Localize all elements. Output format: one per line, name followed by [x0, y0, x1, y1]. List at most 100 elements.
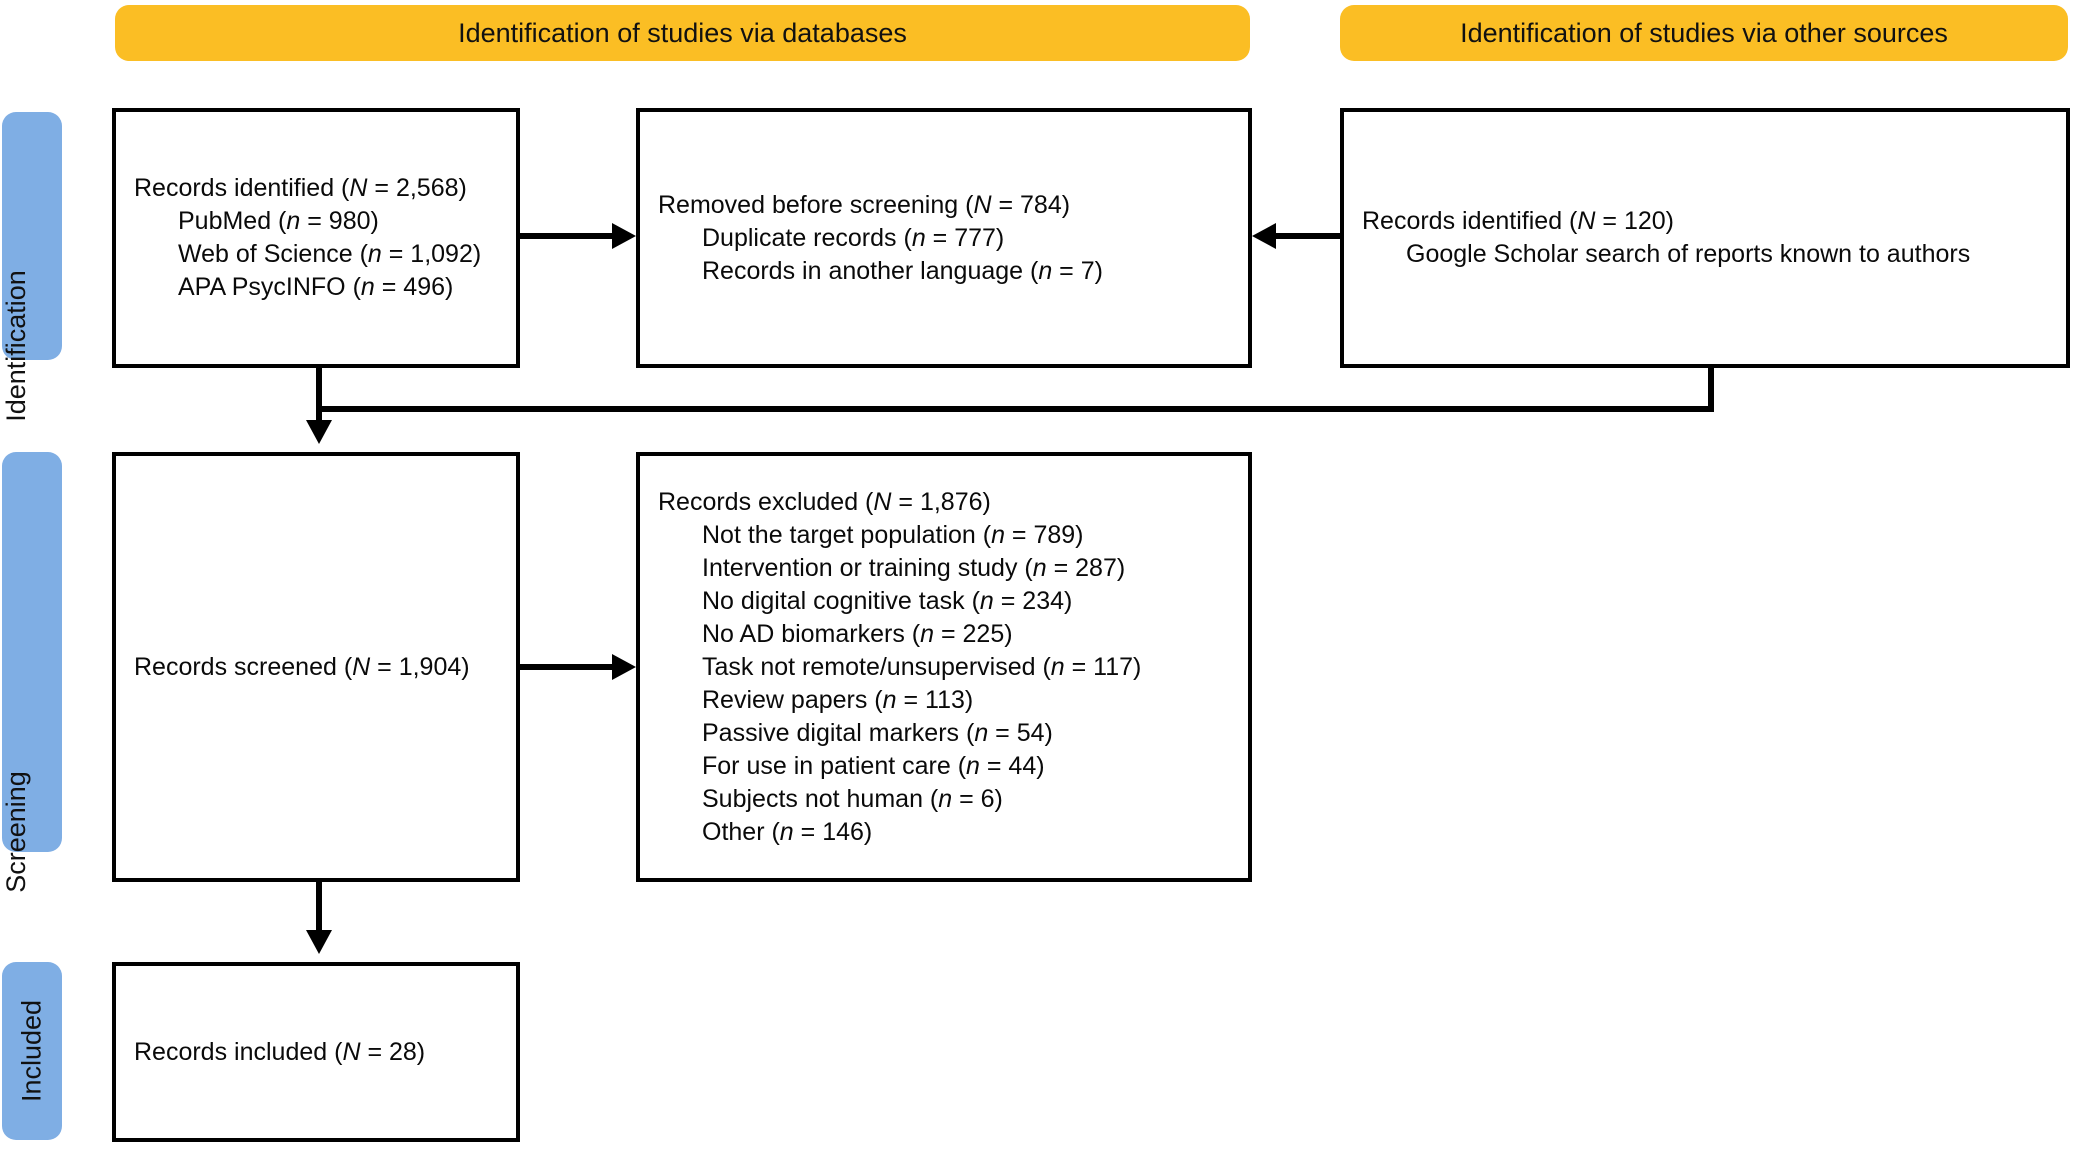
title-after: = 28) — [360, 1037, 426, 1066]
connector-other-sources-down — [1708, 368, 1714, 412]
item-after: = 777) — [925, 223, 1005, 252]
item-before: No AD biomarkers ( — [702, 619, 921, 648]
arrowhead-screened-to-included — [306, 930, 332, 954]
title-symbol: N — [349, 174, 368, 202]
item-before: Not the target population ( — [702, 520, 992, 549]
connector-identified-to-screened — [316, 368, 322, 434]
stage-label-identification: Identification — [1, 112, 62, 422]
item-symbol: n — [979, 586, 994, 615]
item-after: = 117) — [1064, 652, 1142, 681]
item-after: = 146) — [793, 817, 873, 846]
item-after: = 496) — [374, 273, 454, 301]
item-before: Task not remote/unsupervised ( — [702, 652, 1051, 681]
item-symbol: n — [286, 207, 301, 235]
item-before: Records in another language ( — [702, 256, 1039, 285]
connector-screened-to-excluded — [520, 664, 620, 670]
box-records-excluded: Records excluded (N = 1,876) Not the tar… — [636, 452, 1252, 882]
item-before: Subjects not human ( — [702, 784, 939, 813]
title-after: = 2,568) — [367, 174, 467, 202]
box-title: Records screened (N = 1,904) — [134, 651, 498, 684]
box-title: Records identified (N = 2,568) — [134, 172, 498, 205]
box-item: Passive digital markers (n = 54) — [658, 717, 1230, 750]
stage-label-identification-text: Identification — [1, 270, 31, 422]
item-after: = 980) — [300, 207, 379, 235]
item-after: = 789) — [1004, 520, 1084, 549]
title-symbol: N — [1577, 207, 1596, 235]
box-title: Records identified (N = 120) — [1362, 205, 2048, 238]
item-symbol: n — [1038, 256, 1053, 285]
box-item: Review papers (n = 113) — [658, 684, 1230, 717]
box-item: Subjects not human (n = 6) — [658, 783, 1230, 816]
item-after: = 113) — [896, 685, 974, 714]
item-before: Intervention or training study ( — [702, 553, 1033, 582]
arrowhead-identified-to-removed — [612, 223, 636, 249]
item-symbol: n — [938, 784, 953, 813]
stage-label-screening-text: Screening — [1, 771, 31, 893]
box-records-identified-other-sources: Records identified (N = 120) Google Scho… — [1340, 108, 2070, 368]
item-after: = 7) — [1052, 256, 1103, 285]
box-item: Records in another language (n = 7) — [658, 255, 1230, 288]
item-before: PubMed ( — [178, 207, 287, 235]
box-item: No digital cognitive task (n = 234) — [658, 585, 1230, 618]
phase-header-other-sources: Identification of studies via other sour… — [1340, 5, 2068, 61]
connector-other-sources-bus — [316, 406, 1714, 412]
box-title: Records included (N = 28) — [134, 1036, 498, 1069]
box-item: APA PsycINFO (n = 496) — [134, 271, 498, 304]
connector-other-sources-to-removed — [1268, 233, 1342, 239]
item-symbol: n — [991, 520, 1005, 549]
item-before: For use in patient care ( — [702, 751, 967, 780]
box-item: Web of Science (n = 1,092) — [134, 238, 498, 271]
phase-header-databases-label: Identification of studies via databases — [458, 17, 907, 48]
item-before: APA PsycINFO ( — [178, 273, 361, 301]
stage-label-included: Included — [2, 962, 62, 1140]
item-after: = 54) — [988, 718, 1053, 747]
item-symbol: n — [882, 685, 897, 714]
title-before: Removed before screening ( — [658, 190, 974, 219]
arrowhead-screened-to-excluded — [612, 654, 636, 680]
item-before: Google Scholar search of reports known t… — [1406, 240, 1971, 268]
stage-label-included-text: Included — [16, 999, 47, 1103]
item-symbol: n — [974, 718, 989, 747]
item-symbol: n — [1050, 652, 1065, 681]
title-after: = 120) — [1595, 207, 1674, 235]
item-after: = 287) — [1046, 553, 1126, 582]
box-item: Other (n = 146) — [658, 816, 1230, 849]
item-after: = 234) — [993, 586, 1073, 615]
title-symbol: N — [342, 1037, 361, 1066]
phase-header-other-sources-label: Identification of studies via other sour… — [1460, 17, 1948, 48]
box-item: Intervention or training study (n = 287) — [658, 552, 1230, 585]
item-symbol: n — [360, 273, 375, 301]
title-after: = 784) — [991, 190, 1071, 219]
box-item: No AD biomarkers (n = 225) — [658, 618, 1230, 651]
title-symbol: N — [973, 190, 992, 219]
title-before: Records identified ( — [134, 174, 350, 202]
item-before: Web of Science ( — [178, 240, 368, 268]
item-after: = 1,092) — [381, 240, 482, 268]
item-symbol: n — [1032, 553, 1047, 582]
item-before: Duplicate records ( — [702, 223, 912, 252]
item-symbol: n — [779, 817, 794, 846]
title-before: Records screened ( — [134, 652, 353, 681]
stage-label-screening: Screening — [1, 452, 62, 893]
box-item: Task not remote/unsupervised (n = 117) — [658, 651, 1230, 684]
title-symbol: N — [873, 487, 892, 516]
item-symbol: n — [966, 751, 980, 780]
box-item: Google Scholar search of reports known t… — [1362, 238, 2048, 271]
title-before: Records excluded ( — [658, 487, 874, 516]
box-removed-before-screening: Removed before screening (N = 784) Dupli… — [636, 108, 1252, 368]
box-title: Removed before screening (N = 784) — [658, 189, 1230, 222]
item-after: = 225) — [934, 619, 1013, 648]
box-records-included: Records included (N = 28) — [112, 962, 520, 1142]
item-symbol: n — [920, 619, 935, 648]
item-before: No digital cognitive task ( — [702, 586, 980, 615]
title-before: Records identified ( — [1362, 207, 1578, 235]
item-after: = 6) — [952, 784, 1003, 813]
box-records-screened: Records screened (N = 1,904) — [112, 452, 520, 882]
connector-screened-to-included — [316, 882, 322, 938]
title-symbol: N — [352, 652, 371, 681]
box-item: Not the target population (n = 789) — [658, 519, 1230, 552]
box-item: For use in patient care (n = 44) — [658, 750, 1230, 783]
connector-identified-to-removed — [520, 233, 620, 239]
item-before: Review papers ( — [702, 685, 883, 714]
